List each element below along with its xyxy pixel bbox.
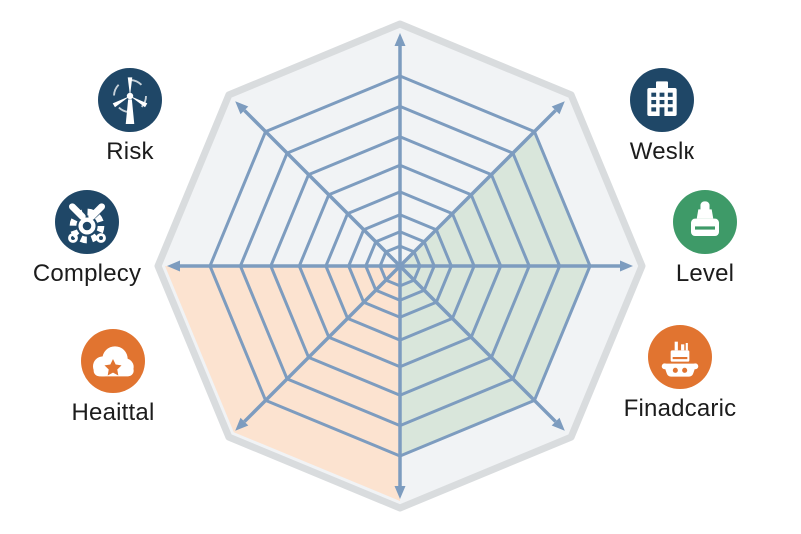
legend-item-label: Risk [106, 138, 154, 165]
cloud-icon [81, 329, 145, 393]
axis-spoke [243, 264, 402, 423]
building-icon [630, 68, 694, 132]
legend-item-label: Weslк [629, 138, 695, 165]
legend-item-label: Finadcaric [623, 395, 737, 422]
legend-item-complecy: Complecy [2, 190, 172, 288]
axis-arrowhead [551, 417, 565, 431]
legend-item-level: Level [620, 190, 790, 288]
legend-item-finadcaric: Finadcaric [592, 325, 768, 423]
gear-tools-icon [55, 190, 119, 254]
legend-item-heaittal: Heaittal [33, 329, 193, 427]
axis-arrowhead [620, 260, 633, 272]
axis-arrowhead [167, 260, 180, 272]
axis-arrowhead [394, 486, 406, 499]
wind-turbine-icon [98, 68, 162, 132]
legend-item-weslk: Weslк [582, 68, 742, 166]
legend-item-label: Complecy [32, 260, 142, 287]
axis-arrowhead [551, 101, 565, 115]
boat-icon [648, 325, 712, 389]
axis-spoke [243, 109, 402, 268]
stamp-icon [673, 190, 737, 254]
axis-arrowhead [235, 417, 249, 431]
axis-arrowhead [394, 33, 406, 46]
legend-item-label: Heaittal [71, 399, 155, 426]
axis-arrowhead [235, 101, 249, 115]
axis-spoke [398, 264, 557, 423]
legend-item-label: Level [675, 260, 735, 287]
axis-spoke [398, 109, 557, 268]
legend-item-risk: Risk [50, 68, 210, 166]
